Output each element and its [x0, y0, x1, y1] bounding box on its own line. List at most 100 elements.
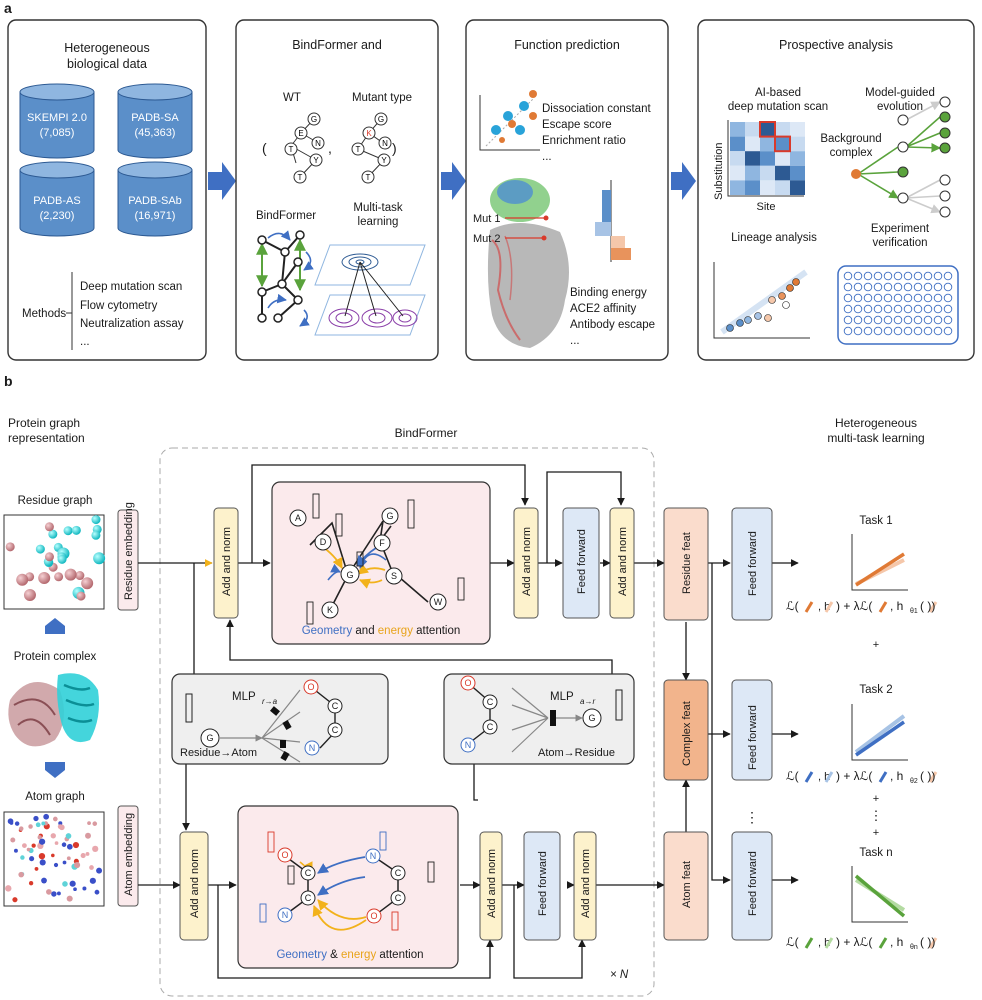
atom-embedding-label: Atom embedding	[123, 813, 135, 896]
wt-label: WT	[283, 92, 301, 104]
well	[883, 326, 893, 336]
well	[903, 293, 913, 303]
svg-text:ℒ(: ℒ(	[786, 599, 799, 613]
atom-ball	[5, 885, 12, 892]
database-cylinder-padb-as: PADB-AS (2,230)	[19, 161, 95, 237]
svg-text:G: G	[206, 733, 213, 743]
heatmap-cell	[730, 165, 745, 181]
atom-ball	[31, 843, 36, 848]
svg-text:C: C	[305, 893, 312, 903]
well	[843, 315, 853, 325]
add-norm-block-6: Add and norm	[573, 831, 597, 941]
bindformer-title: BindFormer	[395, 426, 458, 440]
svg-text:Feed forward: Feed forward	[747, 531, 759, 596]
heatmap-cell	[760, 136, 775, 152]
well	[883, 315, 893, 325]
multitask-label-1: Multi-task	[353, 202, 402, 214]
atom-ball	[51, 853, 55, 858]
atom-ball	[62, 860, 67, 865]
box-function-prediction: Function prediction Dissociation constan…	[465, 19, 669, 361]
protein-complex-image	[8, 673, 99, 747]
well	[883, 304, 893, 314]
atom-ball	[7, 818, 14, 825]
atom-ball	[14, 821, 20, 826]
multitask-planes	[314, 244, 426, 336]
heatmap-cell	[745, 136, 760, 152]
well	[933, 304, 943, 314]
residue-ball	[44, 522, 54, 532]
pred-out-more: ...	[570, 335, 580, 347]
svg-text:Add and norm: Add and norm	[221, 527, 233, 596]
background-label-2: complex	[830, 147, 873, 159]
db1-name: SKEMPI 2.0	[27, 112, 87, 124]
method-3: Neutralization assay	[80, 318, 184, 330]
residue-ball	[93, 552, 106, 565]
well	[863, 293, 873, 303]
well	[943, 293, 953, 303]
atom-ball	[50, 833, 56, 839]
svg-text:r→a: r→a	[262, 697, 278, 706]
well	[893, 315, 903, 325]
residue-graph-image	[3, 514, 106, 610]
evo-title-2: evolution	[877, 101, 923, 113]
atom-ball	[58, 821, 63, 826]
svg-text:E: E	[298, 129, 303, 138]
residue-ball	[44, 552, 54, 562]
svg-text:, h: , h	[890, 599, 903, 613]
residue-ball	[48, 529, 58, 539]
atom-ball	[82, 886, 87, 891]
left-title-2: representation	[8, 431, 85, 445]
db3-count: (2,230)	[40, 210, 75, 222]
well	[883, 282, 893, 292]
well	[913, 282, 923, 292]
flow-arrow-2	[441, 162, 466, 200]
heatmap-cell	[790, 165, 805, 181]
heatmap-cell	[775, 136, 790, 152]
scan-title-2: deep mutation scan	[728, 101, 828, 113]
pred-item-3: Enrichment ratio	[542, 135, 626, 147]
well	[943, 315, 953, 325]
task-feed-forward-n: Feed forward	[731, 831, 773, 941]
top-attention-caption: Geometry and energy attention	[302, 625, 461, 637]
svg-text:Y: Y	[313, 156, 319, 165]
panel-b-label: b	[4, 373, 13, 389]
atom-ball	[18, 871, 24, 878]
atom-ball	[38, 838, 46, 845]
flow-arrow-1	[208, 162, 236, 200]
down-arrow-atom	[45, 762, 65, 778]
well	[913, 293, 923, 303]
task-feed-forward-2: Feed forward	[731, 679, 773, 781]
db4-name: PADB-SAb	[128, 195, 182, 207]
well	[873, 271, 883, 281]
svg-text:N: N	[282, 910, 289, 920]
right-title-2: multi-task learning	[827, 431, 924, 445]
heatmap-cell	[790, 136, 805, 152]
heatmap-cell	[775, 151, 790, 166]
well	[933, 326, 943, 336]
heatmap-cell	[730, 136, 745, 152]
well	[863, 282, 873, 292]
atom-ball	[13, 848, 18, 853]
residue-ball	[38, 571, 51, 584]
atom-ball	[80, 853, 86, 859]
box-biological-data: Heterogeneous biological data SKEMPI 2.0…	[7, 19, 207, 361]
well	[913, 304, 923, 314]
svg-text:T: T	[298, 173, 303, 182]
svg-text:Add and norm: Add and norm	[486, 849, 498, 918]
atom-ball	[26, 847, 31, 852]
well	[883, 271, 893, 281]
well	[873, 293, 883, 303]
heatmap-cell	[790, 122, 805, 137]
mut2-dot	[541, 235, 547, 241]
heatmap-cell	[730, 180, 745, 195]
well-plate-wells	[843, 271, 953, 336]
atom-feat-block: Atom feat	[663, 831, 709, 941]
well	[903, 271, 913, 281]
plus-2: +	[873, 793, 879, 805]
well	[843, 282, 853, 292]
svg-text:A: A	[295, 513, 301, 523]
svg-text:Residue→Atom: Residue→Atom	[180, 747, 257, 759]
well	[943, 282, 953, 292]
atom-ball	[18, 826, 24, 831]
well	[873, 304, 883, 314]
